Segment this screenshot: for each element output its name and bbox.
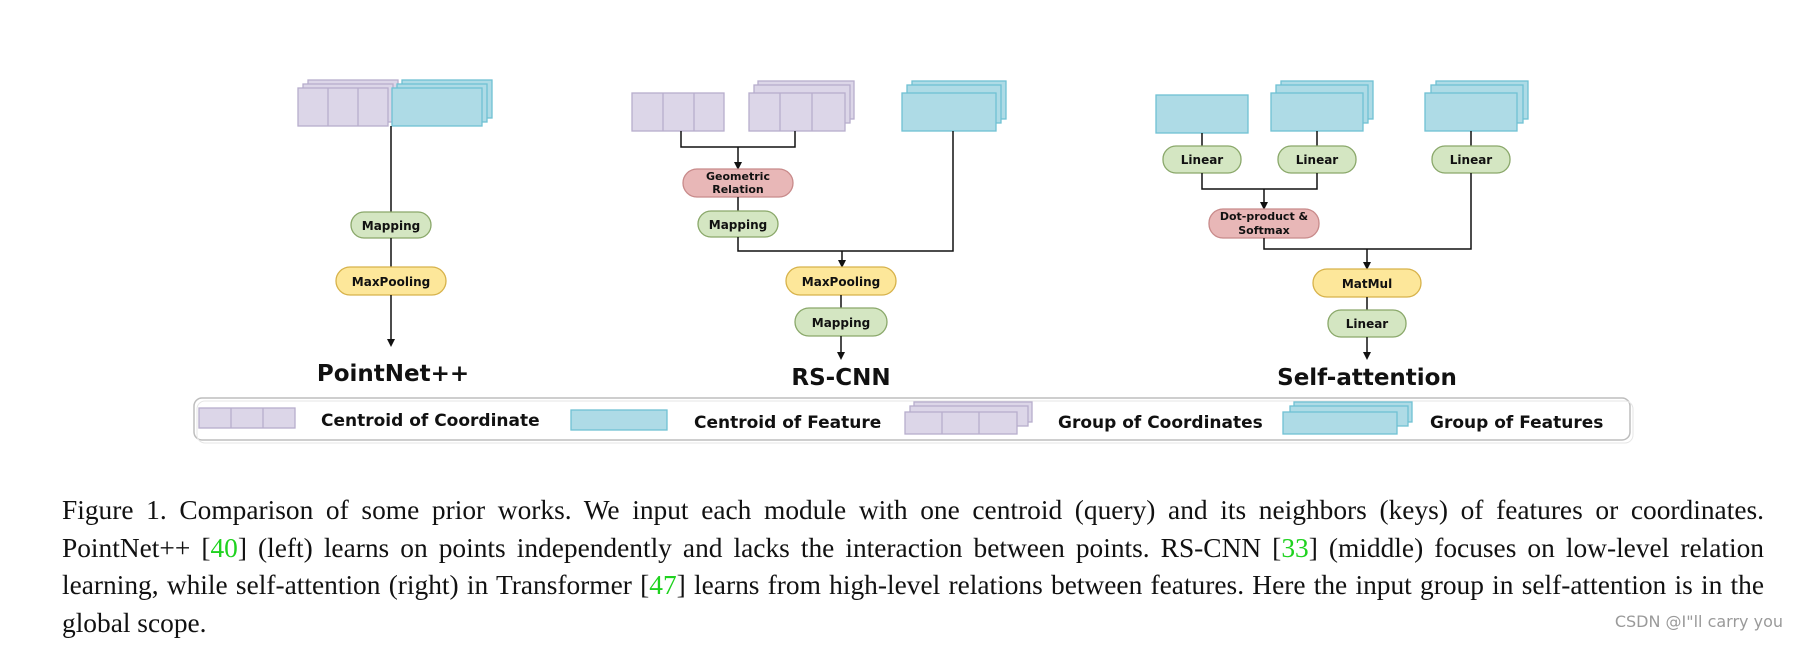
pointnet-panel: Mapping MaxPooling PointNet++ xyxy=(297,79,493,387)
reference-link-33[interactable]: 33 xyxy=(1281,532,1309,563)
svg-text:Mapping: Mapping xyxy=(709,218,767,232)
legend-group-features: Group of Features xyxy=(1282,401,1603,435)
svg-text:Mapping: Mapping xyxy=(362,219,420,233)
rscnn-geometric-relation-node: Geometric Relation xyxy=(682,168,794,198)
caption-text-4: ] learns from high-level relations betwe… xyxy=(62,570,1764,638)
pointnet-group-features xyxy=(391,79,493,127)
svg-text:Centroid of Coordinate: Centroid of Coordinate xyxy=(321,411,540,431)
selfattn-linear-node-2: Linear xyxy=(1277,145,1357,174)
selfattn-title: Self-attention xyxy=(1277,365,1457,391)
svg-text:Group of Coordinates: Group of Coordinates xyxy=(1058,413,1263,433)
rscnn-group-features xyxy=(901,80,1007,132)
caption-text-1: Figure 1. Comparison of some prior works… xyxy=(62,495,1764,563)
legend-group-coordinates: Group of Coordinates xyxy=(904,401,1263,435)
selfattn-linear-bottom-node: Linear xyxy=(1327,309,1407,338)
selfattn-linear-node-3: Linear xyxy=(1431,145,1511,174)
rscnn-group-coordinates xyxy=(748,80,855,132)
legend-centroid-feature: Centroid of Feature xyxy=(570,409,881,433)
svg-text:MaxPooling: MaxPooling xyxy=(802,275,880,289)
svg-text:Geometric: Geometric xyxy=(706,170,770,183)
legend-centroid-coordinate: Centroid of Coordinate xyxy=(198,407,540,431)
svg-text:Group of Features: Group of Features xyxy=(1430,413,1603,433)
legend: Centroid of Coordinate Centroid of Featu… xyxy=(193,397,1634,444)
rscnn-mapping-top-node: Mapping xyxy=(697,210,779,238)
rscnn-mapping-bottom-node: Mapping xyxy=(794,307,888,337)
pointnet-title: PointNet++ xyxy=(317,361,469,387)
selfattn-centroid-feature xyxy=(1155,94,1249,134)
rscnn-panel: Geometric Relation Mapping MaxPooling Ma… xyxy=(631,80,1007,391)
svg-text:Dot-product &: Dot-product & xyxy=(1220,210,1309,223)
selfattn-dot-product-node: Dot-product & Softmax xyxy=(1208,208,1320,239)
svg-text:MaxPooling: MaxPooling xyxy=(352,275,430,289)
selfattn-linear-node-1: Linear xyxy=(1162,145,1242,174)
svg-text:Linear: Linear xyxy=(1296,153,1339,167)
comparison-diagram: Mapping MaxPooling PointNet++ xyxy=(193,79,1634,444)
svg-text:Linear: Linear xyxy=(1450,153,1493,167)
svg-text:Relation: Relation xyxy=(712,183,764,196)
pointnet-group-coordinates xyxy=(297,79,399,127)
caption-text-2: ] (left) learns on points independently … xyxy=(237,532,1282,563)
selfattn-panel: Linear Linear Linear Dot-product & Softm… xyxy=(1155,80,1529,391)
caption-text-3: ] (middle) focuses on low-level relation… xyxy=(62,532,1765,601)
selfattn-matmul-node: MatMul xyxy=(1312,268,1422,298)
watermark: CSDN @I"ll carry you xyxy=(1614,612,1783,631)
rscnn-centroid-coordinate xyxy=(631,92,725,132)
selfattn-group-features-2 xyxy=(1424,80,1529,132)
reference-link-40[interactable]: 40 xyxy=(210,532,238,563)
reference-link-47[interactable]: 47 xyxy=(649,570,677,600)
svg-text:Linear: Linear xyxy=(1346,317,1389,331)
pointnet-mapping-node: Mapping xyxy=(350,211,432,239)
svg-text:Linear: Linear xyxy=(1181,153,1224,167)
svg-text:Softmax: Softmax xyxy=(1238,224,1290,237)
svg-text:MatMul: MatMul xyxy=(1342,277,1392,291)
rscnn-title: RS-CNN xyxy=(791,365,890,391)
svg-text:Centroid of Feature: Centroid of Feature xyxy=(694,413,881,433)
figure-caption: Figure 1. Comparison of some prior works… xyxy=(62,492,1764,642)
selfattn-group-features-1 xyxy=(1270,80,1374,132)
pointnet-maxpooling-node: MaxPooling xyxy=(335,266,447,296)
rscnn-maxpooling-node: MaxPooling xyxy=(785,266,897,296)
svg-text:Mapping: Mapping xyxy=(812,316,870,330)
